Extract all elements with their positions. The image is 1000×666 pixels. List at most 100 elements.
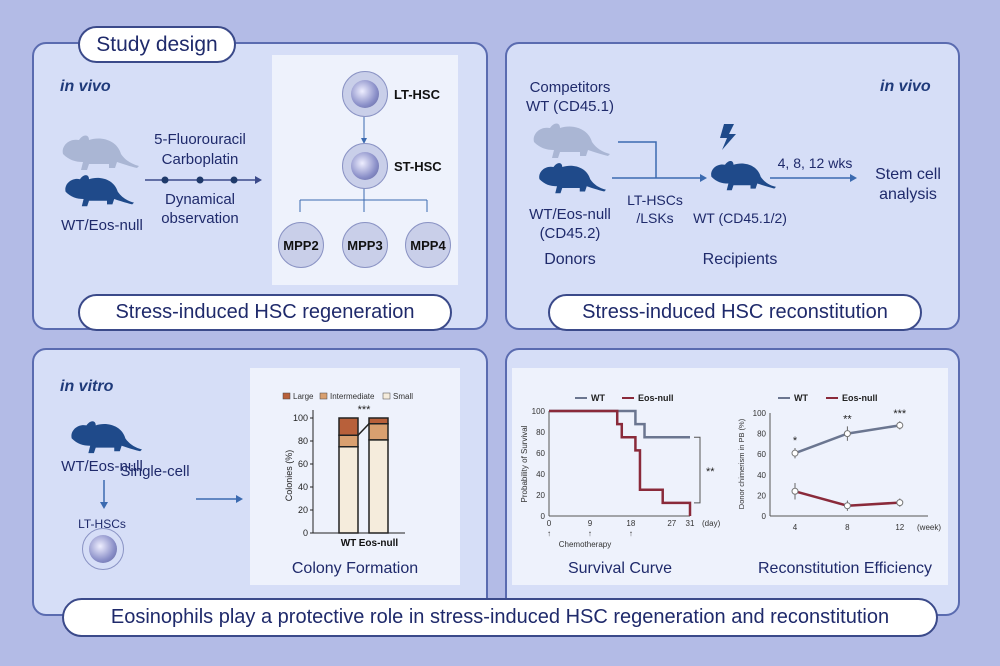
competitors-label: Competitors <box>529 79 611 96</box>
regeneration-footer: Stress-induced HSC regeneration <box>78 294 452 331</box>
legend-label: WT <box>591 393 605 403</box>
analysis-1: Stem cell <box>875 166 941 183</box>
survival-caption: Survival Curve <box>567 560 673 577</box>
study-design-title: Study design <box>78 26 236 63</box>
data-point <box>896 421 904 429</box>
y-tick-label: 80 <box>298 436 308 446</box>
mpp2-cell: MPP2 <box>278 222 324 268</box>
single-cell-label: Single-cell <box>120 463 190 480</box>
legend-label: WT <box>794 393 808 403</box>
x-tick-label: WT <box>341 538 357 549</box>
st-hsc-label: ST-HSC <box>394 159 442 174</box>
lt-hsc-cell-icon <box>342 71 388 117</box>
in-vitro-label: in vitro <box>60 378 114 395</box>
y-tick-label: 100 <box>293 413 308 423</box>
legend-label: Large <box>293 392 314 401</box>
drug-1: 5-Fluorouracil <box>154 131 246 148</box>
y-tick-label: 20 <box>298 505 308 515</box>
donors-label: Donors <box>544 251 596 268</box>
data-point <box>843 430 851 438</box>
mpp4-label: MPP4 <box>410 237 446 253</box>
timepoints-label: 4, 8, 12 wks <box>777 155 853 171</box>
legend-label: Eos-null <box>842 393 878 403</box>
y-tick-label: 60 <box>757 450 766 459</box>
mpp4-cell: MPP4 <box>405 222 451 268</box>
legend-swatch <box>382 392 391 400</box>
st-hsc-cell-icon <box>342 143 388 189</box>
data-point <box>843 502 851 510</box>
x-tick-label: Eos-null <box>359 538 399 549</box>
x-tick-label: 9 <box>588 519 593 528</box>
x-tick-label: 31 <box>686 519 695 528</box>
y-tick-label: 0 <box>541 512 546 521</box>
data-point <box>791 487 799 495</box>
lt-hscs-label: LT-HSCs <box>78 517 126 531</box>
mpp3-cell: MPP3 <box>342 222 388 268</box>
connector <box>357 423 370 436</box>
y-tick-label: 80 <box>536 428 545 437</box>
mpp2-label: MPP2 <box>283 237 319 253</box>
y-tick-label: 40 <box>298 482 308 492</box>
recipient-genotype: WT (CD45.1/2) <box>693 210 787 226</box>
donor-cd45: (CD45.2) <box>539 225 601 242</box>
donor-genotype: WT/Eos-null <box>529 206 611 223</box>
lt-hsc-cell-icon-2 <box>82 528 124 570</box>
mpp3-label: MPP3 <box>347 237 383 253</box>
bar-large <box>368 417 389 425</box>
x-unit: (week) <box>917 523 941 532</box>
y-tick-label: 60 <box>536 449 545 458</box>
chemo-label: Chemotherapy <box>559 540 611 549</box>
recipients-label: Recipients <box>702 251 778 268</box>
data-point <box>791 449 799 457</box>
genotype-label-2: WT/Eos-null <box>61 458 143 475</box>
significance: ** <box>843 413 852 425</box>
in-vivo-label: in vivo <box>60 78 111 95</box>
legend-swatch <box>282 392 291 400</box>
chemo-arrow: ↑ <box>588 529 592 538</box>
chemo-arrow: ↑ <box>547 529 551 538</box>
legend-label: Eos-null <box>638 393 674 403</box>
legend-label: Intermediate <box>330 392 375 401</box>
significance: ** <box>706 466 715 478</box>
x-tick-label: 0 <box>547 519 552 528</box>
y-axis-label: Probability of Survival <box>520 425 529 502</box>
y-tick-label: 20 <box>757 491 766 500</box>
recon-caption: Reconstitution Efficiency <box>757 560 932 577</box>
significance: *** <box>893 408 907 420</box>
transplant-label-2: /LSKs <box>636 210 674 226</box>
bar-large <box>338 417 359 436</box>
in-vivo-label-2: in vivo <box>880 78 931 95</box>
survival-line-eos-null <box>549 409 692 516</box>
lt-hsc-label: LT-HSC <box>394 87 440 102</box>
x-tick-label: 4 <box>793 523 798 532</box>
drug-2: Carboplatin <box>161 151 239 168</box>
legend-label: Small <box>393 392 413 401</box>
y-tick-label: 0 <box>303 528 308 538</box>
observation-2: observation <box>161 210 239 227</box>
significance-bracket <box>694 436 701 504</box>
y-tick-label: 40 <box>757 471 766 480</box>
y-tick-label: 40 <box>536 470 545 479</box>
significance: *** <box>358 404 372 416</box>
x-tick-label: 18 <box>626 519 635 528</box>
colony-caption: Colony Formation <box>291 560 419 577</box>
y-tick-label: 20 <box>536 491 545 500</box>
irradiation-icon <box>720 124 736 150</box>
survival-line-wt <box>549 409 690 439</box>
significance: * <box>793 435 798 447</box>
reconstitution-footer: Stress-induced HSC reconstitution <box>548 294 922 331</box>
y-tick-label: 80 <box>757 430 766 439</box>
x-tick-label: 12 <box>895 523 904 532</box>
y-axis-label: Colonies (%) <box>284 450 294 502</box>
analysis-2: analysis <box>879 186 937 203</box>
chemo-arrow: ↑ <box>629 529 633 538</box>
y-tick-label: 60 <box>298 459 308 469</box>
y-tick-label: 0 <box>762 512 767 521</box>
genotype-label: WT/Eos-null <box>61 217 143 234</box>
